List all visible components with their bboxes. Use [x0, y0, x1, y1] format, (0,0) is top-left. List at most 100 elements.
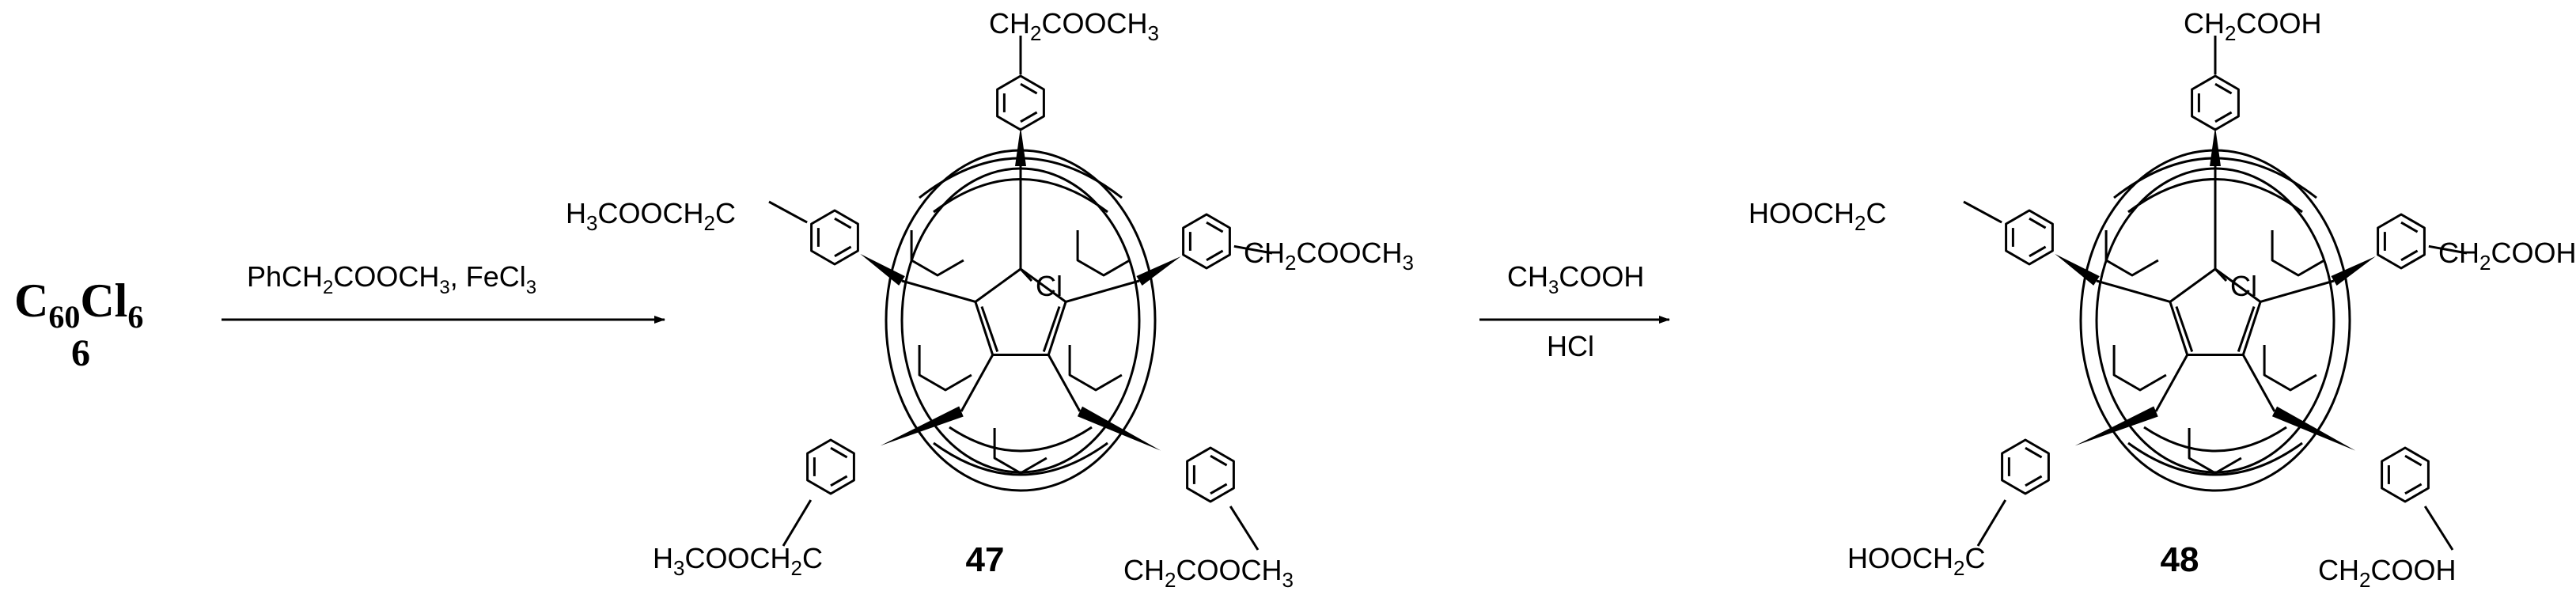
aryl-top-ring-double-bond-2	[2214, 82, 2233, 95]
cage-link-bond-1	[2096, 279, 2171, 303]
central-pentagon	[974, 267, 1067, 356]
aryl-right-ring-double-bond-0	[1206, 249, 1224, 262]
cage-link-bond-4	[1047, 354, 1082, 412]
cage-link-bond-3	[2154, 354, 2189, 412]
p48-right-substituent: CH2COOH	[2438, 237, 2576, 275]
aryl-left-ring	[2005, 209, 2054, 266]
product-48-labels: CH2COOH HOOCH2C CH2COOH HOOCH2C CH2COOH …	[1748, 7, 2576, 591]
aryl-bottom-right-ch2-bond	[2423, 506, 2454, 551]
product-47-labels: CH2COOCH3 H3COOCH2C CH2COOCH3 H3COOCH2C …	[566, 7, 1414, 591]
pentagon-double-bond-left	[2175, 305, 2194, 353]
p47-chloro-label: Cl	[1036, 270, 1063, 302]
cage-hexagon-fragment-3	[2263, 345, 2317, 392]
cage-hexagon-fragment-2	[918, 345, 972, 392]
cage-hexagon-fragment-4	[2188, 428, 2242, 475]
aryl-left-wedge-bond	[860, 253, 905, 286]
reaction-arrow-1: PhCH2COOCH3, FeCl3	[222, 260, 665, 324]
aryl-right-ch2-bond	[1233, 244, 1273, 255]
p47-top-substituent: CH2COOCH3	[989, 7, 1159, 45]
aryl-left-ring	[810, 209, 859, 266]
aryl-bottom-right-ring	[2381, 446, 2430, 503]
aryl-bottom-left-wedge-bond	[880, 406, 964, 446]
cage-lower-band-inner	[949, 426, 1093, 453]
c-cl-bond	[2214, 267, 2228, 282]
p48-left-substituent: HOOCH2C	[1748, 197, 1886, 235]
p47-left-substituent: H3COOCH2C	[566, 197, 736, 235]
aryl-left-wedge-bond	[2055, 253, 2100, 286]
aryl-left-ring-double-bond-2	[2029, 217, 2047, 229]
aryl-top-ring-double-bond-0	[1020, 111, 1038, 123]
pentagon-double-bond-right	[1042, 305, 1061, 353]
p48-chloro-label: Cl	[2230, 270, 2257, 302]
p48-compound-number: 48	[2161, 540, 2199, 579]
cage-lower-band-inner	[2143, 426, 2287, 453]
aryl-right-wedge-bond	[1136, 256, 1181, 286]
aryl-left-ch2-bond	[1963, 200, 2002, 224]
reaction-arrow-2: CH3COOH HCl	[1479, 260, 1670, 362]
arrow-2-reagent-top: CH3COOH	[1507, 260, 1644, 298]
cage-hexagon-fragment-1	[2271, 230, 2325, 277]
aryl-bottom-left-ring-double-bond-0	[830, 475, 848, 487]
aryl-bottom-right-ring-double-bond-2	[2404, 454, 2423, 467]
p48-bottom-left-substituent: HOOCH2C	[1847, 542, 1985, 580]
aryl-bottom-right-ring-double-bond-2	[1210, 454, 1228, 467]
cage-link-bond-3	[960, 354, 994, 412]
cage-hexagon-fragment-0	[2104, 230, 2159, 277]
cage-hexagon-fragment-4	[993, 428, 1047, 475]
pentagon-double-bond-right	[2237, 305, 2256, 353]
aryl-left-ring-double-bond-0	[834, 245, 852, 258]
aryl-right-ch2-bond	[2428, 244, 2468, 255]
p47-compound-number: 47	[966, 540, 1005, 579]
reactant-c60cl6: C60Cl6 6	[14, 275, 143, 374]
p48-bottom-right-substituent: CH2COOH	[2318, 554, 2456, 591]
c-cl-bond	[1019, 267, 1033, 282]
aryl-top-wedge-bond	[1015, 127, 1026, 166]
aryl-bottom-left-ring	[806, 438, 855, 495]
aryl-bottom-left-ring	[2001, 438, 2050, 495]
cage-hexagon-fragment-1	[1076, 230, 1131, 277]
aryl-bottom-left-ring-double-bond-2	[830, 446, 848, 459]
cage-lower-band	[2127, 441, 2303, 476]
product-47-structure	[768, 36, 1273, 551]
aryl-bottom-right-ring	[1186, 446, 1235, 503]
product-48-structure	[1963, 36, 2468, 551]
aryl-bottom-right-wedge-bond	[2271, 406, 2356, 451]
aryl-right-ring-double-bond-0	[2400, 249, 2419, 262]
cage-lower-band	[933, 441, 1108, 476]
reactant-number: 6	[71, 332, 90, 374]
aryl-bottom-left-wedge-bond	[2074, 406, 2158, 446]
pentagon-double-bond-left	[980, 305, 999, 353]
aryl-bottom-left-ch2-bond	[1976, 499, 2007, 547]
cage-link-bond-2	[1065, 279, 1140, 303]
p47-bottom-left-substituent: H3COOCH2C	[653, 542, 823, 580]
aryl-right-ring	[2377, 213, 2426, 270]
aryl-right-wedge-bond	[2331, 256, 2376, 286]
aryl-right-ring-double-bond-2	[2400, 221, 2419, 233]
aryl-top-ring-double-bond-0	[2214, 111, 2233, 123]
aryl-bottom-left-ring-double-bond-2	[2025, 446, 2043, 459]
cage-hexagon-fragment-3	[1068, 345, 1123, 392]
p48-top-substituent: CH2COOH	[2184, 7, 2321, 45]
aryl-left-ch2-bond	[768, 200, 808, 224]
arrow-1-reagents: PhCH2COOCH3, FeCl3	[247, 260, 536, 298]
aryl-left-ring-double-bond-0	[2029, 245, 2047, 258]
aryl-right-ring	[1182, 213, 1231, 270]
aryl-bottom-left-ring-double-bond-0	[2025, 475, 2043, 487]
cage-hexagon-fragment-2	[2112, 345, 2167, 392]
aryl-right-ring-double-bond-2	[1206, 221, 1224, 233]
cage-link-bond-4	[2241, 354, 2276, 412]
aryl-bottom-right-ch2-bond	[1229, 506, 1260, 551]
p47-bottom-right-substituent: CH2COOCH3	[1123, 554, 1294, 591]
cage-link-bond-2	[2260, 279, 2335, 303]
aryl-bottom-right-ring-double-bond-0	[1210, 483, 1228, 495]
aryl-bottom-left-ch2-bond	[782, 499, 813, 547]
reactant-formula: C60Cl6	[14, 275, 143, 335]
p47-right-substituent: CH2COOCH3	[1244, 237, 1414, 275]
cage-link-bond-1	[901, 279, 976, 303]
aryl-bottom-right-ring-double-bond-0	[2404, 483, 2423, 495]
aryl-left-ring-double-bond-2	[834, 217, 852, 229]
aryl-bottom-right-wedge-bond	[1077, 406, 1161, 451]
central-pentagon	[2169, 267, 2262, 356]
aryl-top-ring-double-bond-2	[1020, 82, 1038, 95]
